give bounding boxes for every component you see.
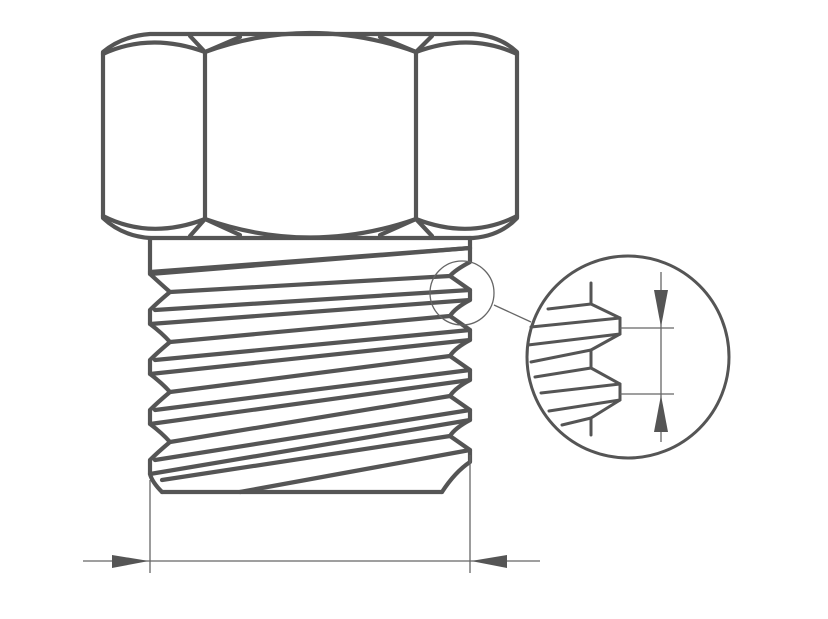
- chamfer-arc-top-left: [100, 40, 208, 57]
- thread-line: [147, 337, 473, 377]
- chamfer-tri-bottom-left: [187, 216, 243, 239]
- thread-line: [152, 407, 473, 463]
- shank-collar: [147, 235, 473, 275]
- detail-profile-outline: [589, 281, 622, 437]
- detail-thread-line: [547, 398, 622, 413]
- thread-line: [167, 353, 453, 395]
- thread-line: [152, 327, 473, 363]
- chamfer-tri-bottom-right: [377, 216, 435, 239]
- detail-marker-circle: [429, 260, 495, 326]
- hex-outline: [100, 31, 520, 241]
- detail-view-circle: [525, 254, 731, 460]
- thread-line: [152, 367, 473, 413]
- detail-thread-line: [560, 416, 593, 427]
- detail-thread-line: [529, 316, 622, 329]
- detail-thread-line: [546, 302, 593, 311]
- arrow-up-icon: [654, 395, 668, 432]
- chamfer-arc-bottom-right: [413, 213, 520, 231]
- threaded-shank: [147, 235, 473, 495]
- chamfer-tri-top-left: [187, 33, 243, 55]
- detail-thread-line: [526, 332, 622, 347]
- detail-thread-line: [539, 382, 622, 395]
- chamfer-arc-bottom-center: [202, 216, 419, 240]
- chamfer-arc-top-center: [202, 30, 419, 55]
- thread-line: [159, 433, 453, 483]
- thread-line: [167, 393, 453, 445]
- outer-diameter-dimension: [83, 455, 540, 573]
- thread-line: [167, 313, 453, 345]
- thread-profile-detail: [525, 254, 731, 460]
- thread-line: [147, 297, 473, 327]
- arrow-right-icon: [112, 555, 149, 568]
- thread-profile-left: [147, 269, 173, 495]
- arrow-left-icon: [471, 555, 507, 568]
- chamfer-arc-bottom-left: [100, 213, 208, 231]
- thread-line: [147, 417, 473, 477]
- detail-thread-line: [529, 348, 593, 364]
- chamfer-tri-top-right: [377, 33, 435, 55]
- chamfer-arc-top-right: [413, 40, 520, 57]
- thread-line: [167, 273, 453, 295]
- detail-leader-line: [493, 304, 532, 323]
- hex-head: [100, 30, 520, 241]
- detail-thread-line: [533, 366, 593, 379]
- diagram-subject: Hex-head threaded fitting with external …: [0, 0, 1, 1]
- thread-line: [147, 377, 473, 427]
- thread-line: [152, 287, 473, 313]
- detail-circle-marker: [429, 260, 532, 326]
- thread-line: [237, 447, 473, 495]
- thread-line: [147, 245, 473, 277]
- arrow-down-icon: [654, 290, 668, 327]
